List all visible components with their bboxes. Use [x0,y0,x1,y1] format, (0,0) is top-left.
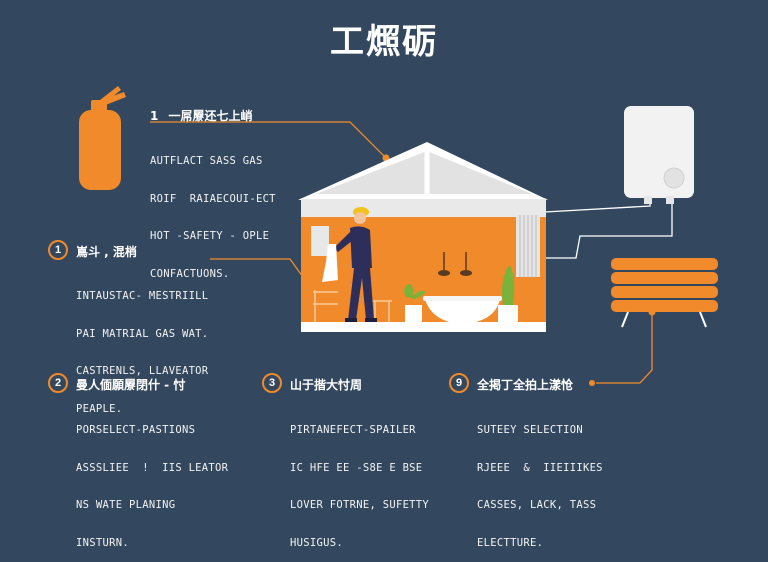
callout-3-number-badge: 2 [48,373,68,393]
callout-3-line: PORSELECT-PASTIONS [76,424,196,436]
callout-5-description: SUTEEY SELECTION RJEEE & IIEIIIKES CASSE… [477,399,603,562]
callout-4-line: HUSIGUS. [290,536,343,549]
callout-3-line: NS WATE PLANING [76,499,176,511]
callout-1-line: HOT -SAFETY - OPLE [150,230,270,242]
pipes [544,196,673,259]
callout-1-line: ROIF RAIAECOUI-ECT [150,192,276,205]
callout-2-line: PAI MATRIAL GAS WAT. [76,327,209,340]
callout-5-line: ELECTTURE. [477,536,544,549]
callout-3-description: PORSELECT-PASTIONS ASSSLIEE ! IIS LEATOR… [76,399,228,562]
fire-extinguisher-icon [79,86,126,190]
leader-line-1 [150,121,387,159]
callout-5-title: 全掲丁全拍上漾怆 [477,378,574,392]
callout-1-line: CONFACTUONS. [150,267,230,280]
callout-3-line: INSTURN. [76,536,129,549]
plant-icon [404,266,518,322]
callout-2-description: INTAUSTAC- MESTRIILL PAI MATRIAL GAS WAT… [76,265,208,428]
callout-3-line: ASSSLIEE ! IIS LEATOR [76,461,229,474]
callout-1-description: AUTFLACT SASS GAS ROIF RAIAECOUI-ECT HOT… [150,130,276,293]
illustration [79,86,718,384]
callout-2-title: 嶌斗 , 混梢 [76,245,137,259]
callout-5-line: SUTEEY SELECTION [477,424,583,436]
callout-1-heading: 1 一屌屪还七上峭 [150,107,253,124]
house [298,142,548,332]
page-title: 工燳砺 [330,22,438,62]
callout-2-line: CASTRENLS, LLAVEATOR [76,365,209,377]
callout-2-line: PEAPLE. [76,402,123,415]
leader-line-9 [596,312,653,384]
callout-4-line: IC HFE EE -S8E E BSE [290,461,423,474]
callout-5-line: CASSES, LACK, TASS [477,499,597,511]
callout-4-description: PIRTANEFECT-SPAILER IC HFE EE -S8E E BSE… [290,399,429,562]
worker-figure [322,207,377,322]
callout-4-line: PIRTANEFECT-SPAILER [290,424,416,436]
callout-2-line: INTAUSTAC- MESTRIILL [76,290,209,302]
callout-3-title: 曼人偭願屪閉什 - 忖 [76,378,186,392]
radiator-icon [611,258,718,328]
callout-1-line: AUTFLACT SASS GAS [150,155,263,167]
callout-1-number: 1 [150,109,159,123]
callout-5-number-badge: 9 [449,373,469,393]
callout-5-connector-dot [589,380,595,386]
callout-4-line: LOVER FOTRNE, SUFETTY [290,499,430,511]
callout-2-number-badge: 1 [48,240,68,260]
callout-4-title: 山于揩大忖周 [290,378,363,392]
sink-icon [423,296,502,324]
water-heater-icon [624,106,694,204]
callout-4-number-badge: 3 [262,373,282,393]
callout-1-title: 一屌屪还七上峭 [168,109,253,123]
callout-5-line: RJEEE & IIEIIIKES [477,461,603,474]
